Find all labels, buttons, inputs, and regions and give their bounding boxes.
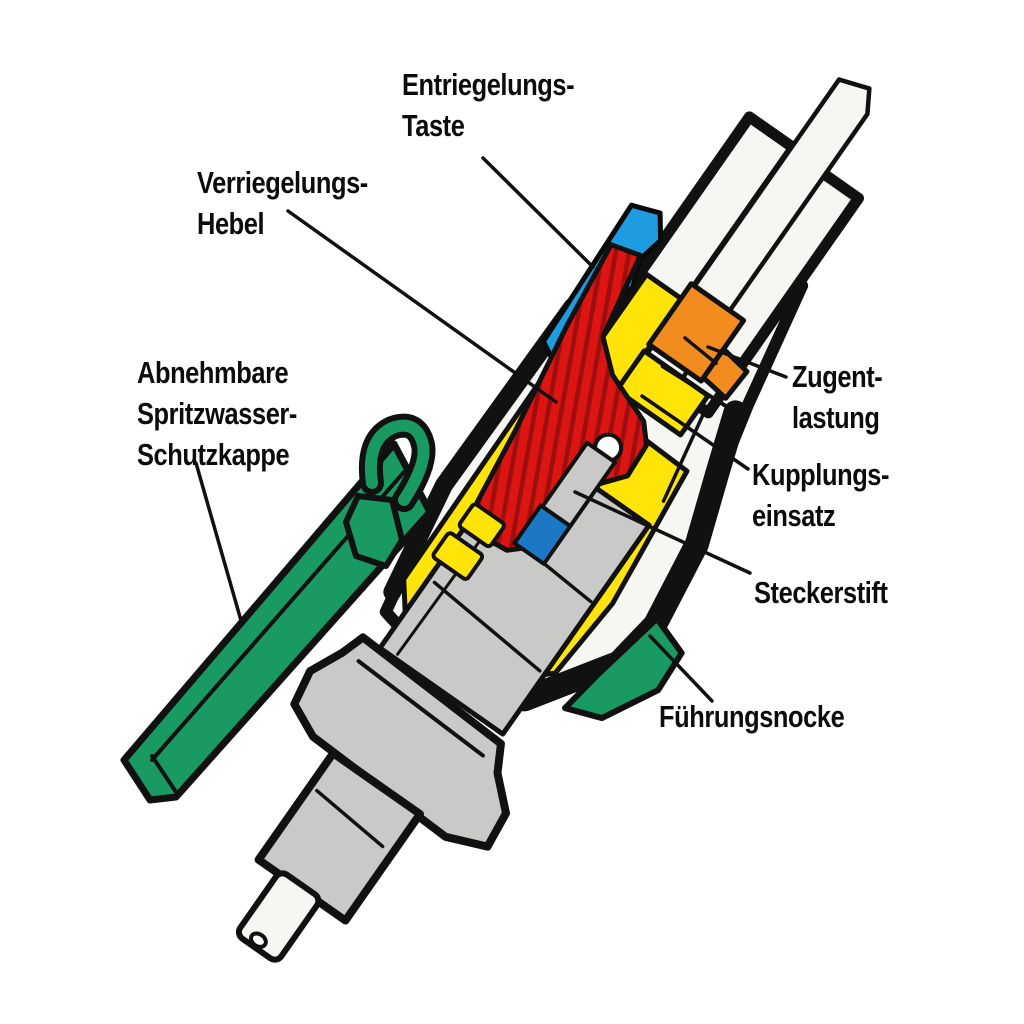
label-zugentlastung: Zugent- lastung	[792, 356, 883, 438]
insert-finger-2	[431, 531, 485, 581]
leader-verriegelungs-hebel	[286, 209, 558, 404]
leader-fuehrungsnocke	[648, 634, 714, 703]
inner-body-line-2	[432, 580, 542, 673]
leader-steckerstift	[573, 490, 752, 575]
label-kupplungseinsatz: Kupplungs- einsatz	[752, 454, 890, 536]
shell-panel-line-2	[661, 408, 707, 503]
label-verriegelungs-hebel: Verriegelungs- Hebel	[197, 162, 368, 244]
label-line: Steckerstift	[754, 575, 888, 610]
label-line: Zugent-	[792, 359, 883, 394]
leader-kupplungseinsatz	[640, 394, 750, 471]
protective-cap-hinge	[343, 493, 405, 569]
label-line: Taste	[402, 108, 465, 143]
label-line: Führungsnocke	[659, 699, 845, 734]
protective-cap-group	[120, 413, 436, 804]
cap-strap-end-step	[150, 754, 178, 794]
shell-panel-line-1	[660, 364, 733, 411]
label-line: Hebel	[197, 206, 265, 241]
label-fuehrungsnocke: Führungsnocke	[659, 696, 845, 737]
label-line: Spritzwasser-	[137, 396, 297, 431]
pin-tip-blue	[512, 503, 573, 566]
barrel-panel-line	[315, 788, 385, 849]
label-line: Schutzkappe	[137, 437, 290, 472]
strain-relief-tab	[700, 346, 750, 401]
bell-panel-line	[356, 659, 485, 758]
label-line: Abnehmbare	[137, 355, 289, 390]
label-entriegelungs-taste: Entriegelungs- Taste	[402, 64, 575, 146]
insert-finger-1	[457, 502, 506, 549]
label-steckerstift: Steckerstift	[754, 572, 888, 613]
leader-zugentlastung	[706, 345, 788, 379]
leader-entriegelungs-taste	[481, 156, 595, 269]
guide-cam-green	[562, 615, 685, 722]
label-line: Kupplungs-	[752, 457, 890, 492]
label-line: einsatz	[752, 498, 836, 533]
label-line: Verriegelungs-	[197, 165, 368, 200]
strain-relief-notch	[683, 336, 718, 366]
protective-cap-loop	[364, 419, 430, 506]
fiber-end	[249, 931, 268, 949]
label-schutzkappe: Abnehmbare Spritzwasser- Schutzkappe	[137, 352, 297, 475]
bell-flange	[290, 633, 511, 851]
leader-schutzkappe	[194, 461, 244, 626]
label-line: Entriegelungs-	[402, 67, 575, 102]
housing-edge-left-thick	[383, 297, 582, 602]
label-line: lastung	[792, 400, 880, 435]
